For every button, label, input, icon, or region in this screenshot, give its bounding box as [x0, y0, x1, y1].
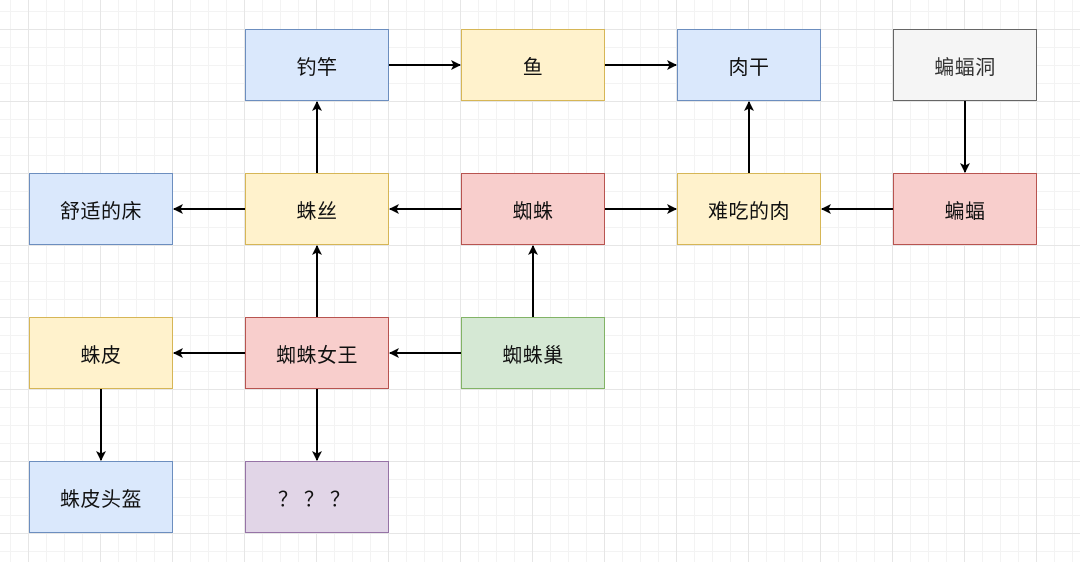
node-skin-helmet[interactable]: 蛛皮头盔 — [29, 461, 173, 533]
node-spider[interactable]: 蜘蛛 — [461, 173, 605, 245]
node-jerky[interactable]: 肉干 — [677, 29, 821, 101]
node-spider-nest[interactable]: 蜘蛛巢 — [461, 317, 605, 389]
node-silk[interactable]: 蛛丝 — [245, 173, 389, 245]
node-bat[interactable]: 蝙蝠 — [893, 173, 1037, 245]
node-unknown[interactable]: ？？？ — [245, 461, 389, 533]
edge-layer — [96, 60, 970, 461]
node-bat-cave[interactable]: 蝙蝠洞 — [893, 29, 1037, 101]
node-spider-queen[interactable]: 蜘蛛女王 — [245, 317, 389, 389]
node-spider-skin[interactable]: 蛛皮 — [29, 317, 173, 389]
node-bad-meat[interactable]: 难吃的肉 — [677, 173, 821, 245]
node-fish[interactable]: 鱼 — [461, 29, 605, 101]
node-comfy-bed[interactable]: 舒适的床 — [29, 173, 173, 245]
node-fishing-rod[interactable]: 钓竿 — [245, 29, 389, 101]
